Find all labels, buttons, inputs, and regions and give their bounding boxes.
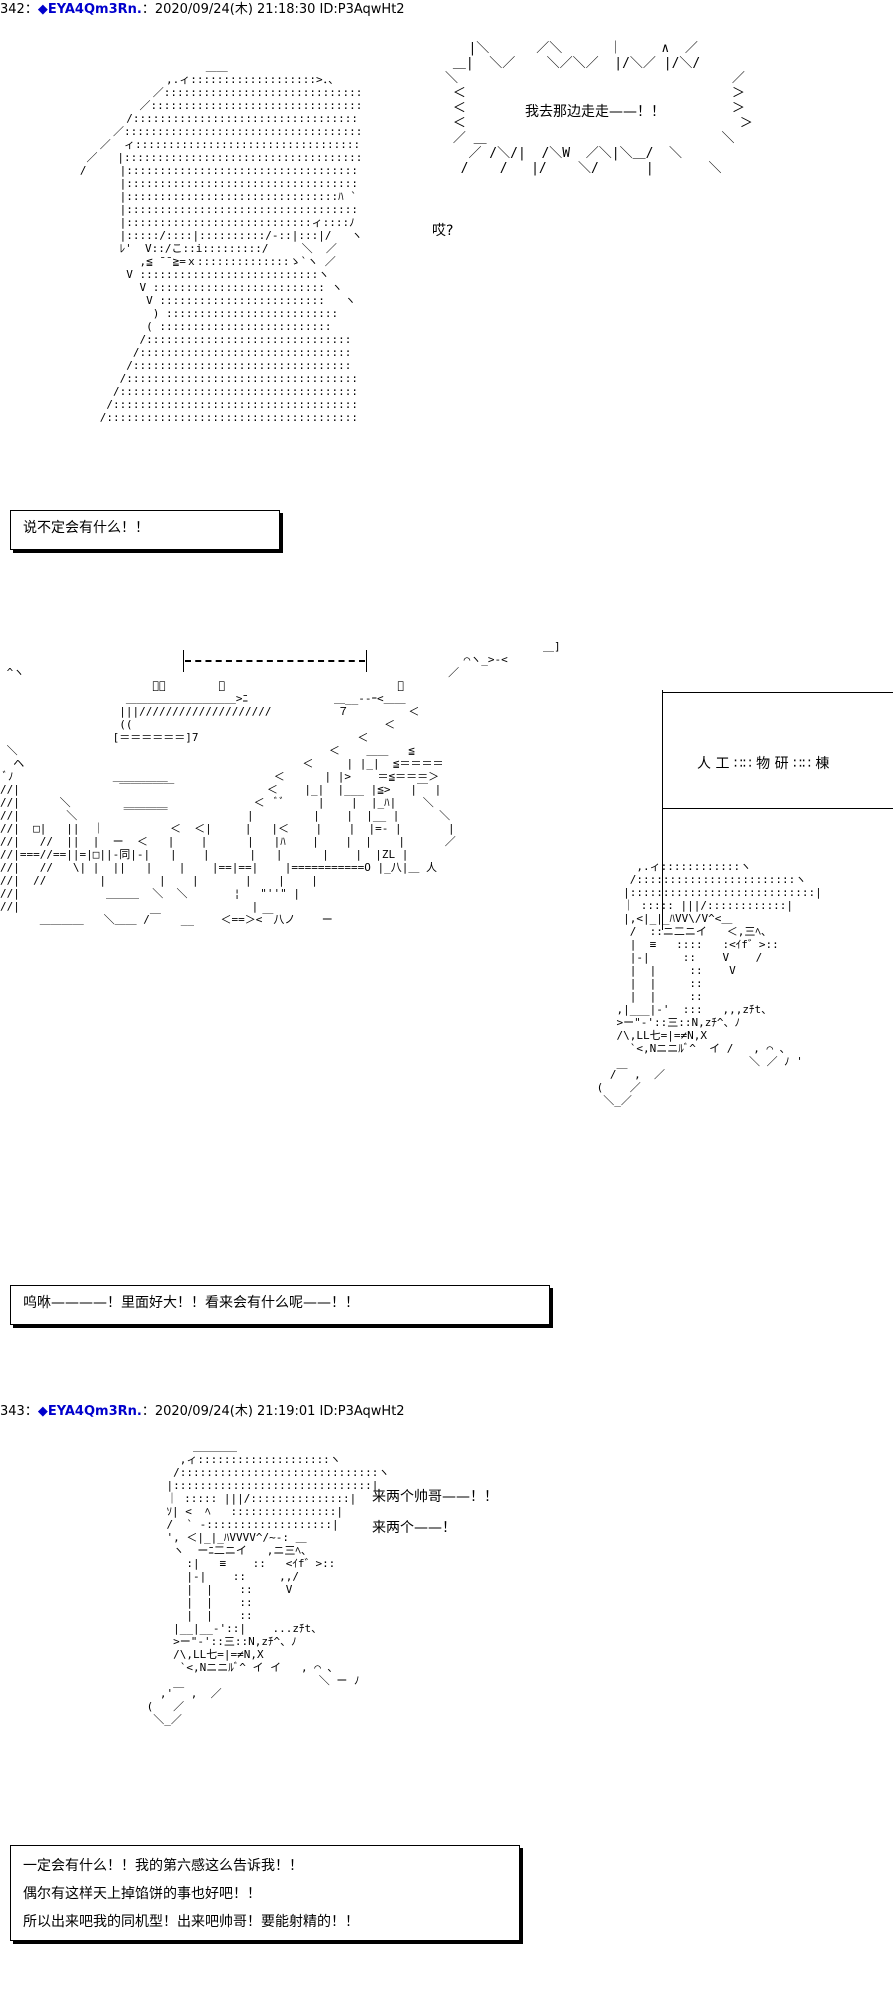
- post-meta: ：2020/09/24(木) 21:18:30 ID:P3AqwHt2: [141, 2, 405, 17]
- post-header: 342：◆EYA4Qm3Rn.：2020/09/24(木) 21:18:30 I…: [0, 2, 405, 18]
- ascii-art-character-standing: ＿＿＿＿ ,ィ::::::::::::::::::::ヽ /::::::::::…: [146, 1440, 390, 1726]
- caption-line: 一定会有什么！！我的第六感这么告诉我！！: [23, 1858, 303, 1874]
- ascii-art-character-running: ,.ィ::::::::::::ヽ /::::::::::::::::::::::…: [596, 860, 822, 1107]
- poster-name[interactable]: ◆EYA4Qm3Rn.: [37, 2, 142, 17]
- caption-box: 说不定会有什么！！: [10, 510, 280, 550]
- poster-name[interactable]: ◆EYA4Qm3Rn.: [37, 1404, 142, 1419]
- building-wall: [662, 690, 663, 930]
- caption-line: 偶尔有这样天上掉馅饼的事也好吧！！: [23, 1886, 261, 1902]
- building-sign: 人 工 ∷∷ 物 研 ∷∷ 棟: [697, 756, 830, 772]
- post-meta: ：2020/09/24(木) 21:19:01 ID:P3AqwHt2: [141, 1404, 405, 1419]
- building-sign-underline: [662, 808, 893, 809]
- light-frame-right: [366, 650, 367, 672]
- caption-box: 一定会有什么！！我的第六感这么告诉我！！ 偶尔有这样天上掉馅饼的事也好吧！！ 所…: [10, 1845, 520, 1941]
- ceiling-light: [185, 660, 365, 662]
- caption-box: 呜咻————！里面好大！！看来会有什么呢——！！: [10, 1285, 550, 1325]
- caption-line: 所以出来吧我的同机型！出来吧帅哥！要能射精的！！: [23, 1914, 359, 1930]
- dialogue-line: 来两个帅哥——！！: [372, 1489, 498, 1505]
- ascii-art-building-scene: ＿] ⌒ヽ_>-< ^ヽ ／ ﾞ〃 ＼: [0, 640, 561, 926]
- ascii-art-figure-back: ＿＿ ,.ィ:::::::::::::::::::>．、 ／::::::::::…: [79, 60, 360, 424]
- caption-text: 说不定会有什么！！: [23, 520, 149, 536]
- post-number: 342：: [0, 2, 38, 17]
- shout-text: 我去那边走走——！！: [525, 104, 665, 120]
- dialogue-line: 来两个——！: [372, 1520, 456, 1536]
- caption-text: 呜咻————！里面好大！！看来会有什么呢——！！: [23, 1295, 359, 1311]
- light-frame-left: [183, 650, 184, 672]
- reaction-text: 哎?: [432, 223, 454, 239]
- post-number: 343：: [0, 1404, 38, 1419]
- shout-burst: |＼ ／＼ ｜ ∧ ／ ＿| ＼／ ＼／＼／ |/＼／ |/＼/ ＼ ／ ＜ ＞…: [445, 41, 753, 176]
- building-roof-line: [662, 692, 893, 693]
- post-header: 343：◆EYA4Qm3Rn.：2020/09/24(木) 21:19:01 I…: [0, 1404, 405, 1420]
